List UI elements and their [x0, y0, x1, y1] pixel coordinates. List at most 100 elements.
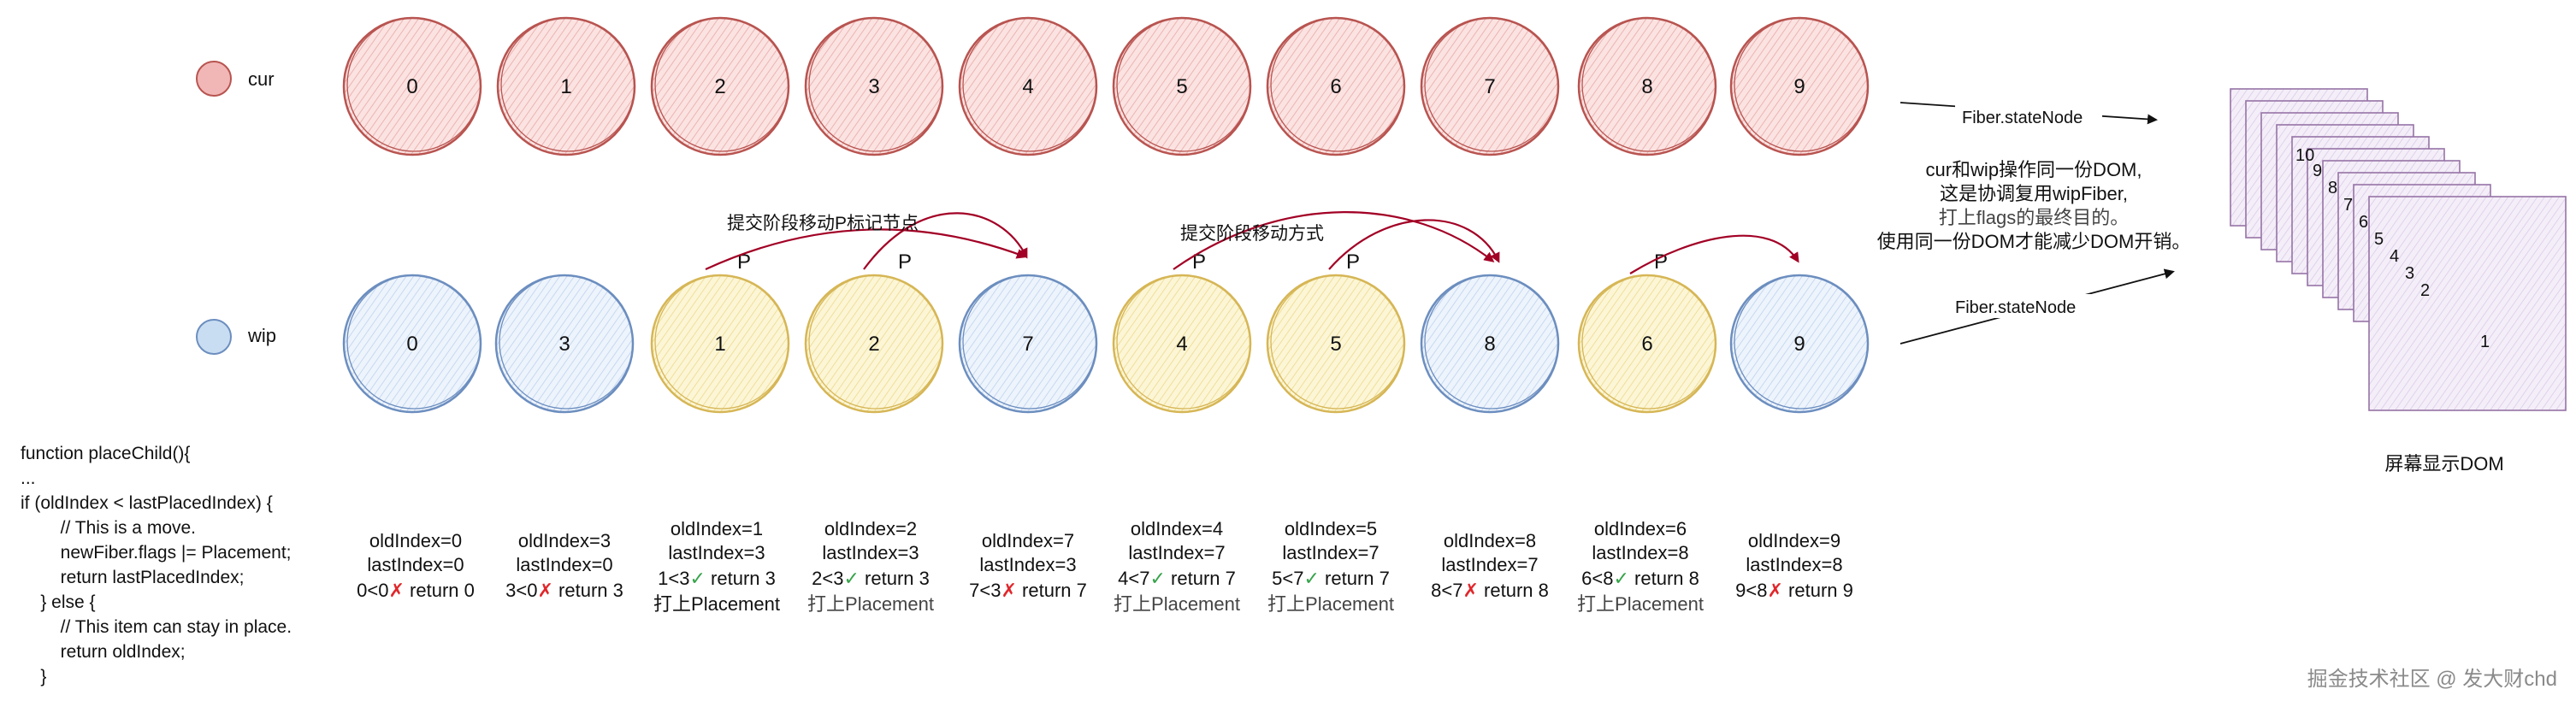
- cur-node-label: 0: [406, 75, 417, 98]
- code-line: return lastPlacedIndex;: [21, 568, 245, 587]
- cur-node: 3: [804, 16, 944, 156]
- wip-node-label: 4: [1176, 333, 1187, 356]
- cur-node: 8: [1577, 16, 1717, 156]
- step-compare: 3<0: [505, 580, 537, 601]
- check-mark-icon: ✓: [843, 568, 859, 589]
- cross-mark-icon: ✗: [537, 580, 552, 601]
- index-step: oldIndex=8 lastIndex=7 8<7✗ return 8: [1431, 530, 1549, 601]
- cur-row: 0 1 2 3 4 5 6 7 8 9: [342, 16, 1870, 156]
- move-arrow: [863, 212, 1028, 270]
- cur-node: 6: [1266, 16, 1406, 156]
- step-return: return 7: [1022, 580, 1087, 601]
- step-compare-line: 3<0✗ return 3: [505, 580, 623, 601]
- dom-layer-label: 2: [2420, 281, 2430, 300]
- step-last-index: lastIndex=3: [668, 542, 765, 563]
- index-step: oldIndex=7 lastIndex=3 7<3✗ return 7: [969, 530, 1087, 601]
- index-step: oldIndex=6 lastIndex=8 6<8✓ return 8 打上P…: [1577, 518, 1704, 615]
- legend-wip-label: wip: [247, 325, 276, 346]
- dom-stack-labels: 10 9 8 7 6 5 4 3 2 1: [2295, 146, 2490, 351]
- state-node-top-label: Fiber.stateNode: [1962, 109, 2083, 127]
- step-compare-line: 8<7✗ return 8: [1431, 580, 1549, 601]
- wip-node: 8: [1420, 274, 1560, 414]
- legend-cur-label: cur: [248, 68, 275, 90]
- code-line: if (oldIndex < lastPlacedIndex) {: [21, 493, 273, 513]
- move-arrow: [1173, 211, 1495, 270]
- step-return: return 9: [1788, 580, 1853, 601]
- dom-layer-label: 3: [2405, 264, 2414, 283]
- wip-node: 1: [650, 274, 790, 414]
- step-return: return 8: [1634, 568, 1699, 589]
- wip-node-label: 7: [1022, 333, 1033, 356]
- state-node-bottom-label: Fiber.stateNode: [1955, 298, 2076, 317]
- cur-node: 5: [1112, 16, 1252, 156]
- cur-node: 1: [496, 16, 636, 156]
- cross-mark-icon: ✗: [388, 580, 404, 601]
- step-last-index: lastIndex=0: [367, 554, 464, 575]
- step-placement: 打上Placement: [1114, 593, 1240, 615]
- legend-cur-swatch: [196, 61, 232, 97]
- wip-node-label: 8: [1484, 333, 1495, 356]
- wip-node: 2: [804, 274, 944, 414]
- step-compare-line: 4<7✓ return 7: [1118, 568, 1236, 589]
- step-last-index: lastIndex=7: [1441, 554, 1538, 575]
- step-compare: 7<3: [969, 580, 1001, 601]
- index-step: oldIndex=1 lastIndex=3 1<3✓ return 3 打上P…: [653, 518, 780, 615]
- wip-node: 4: [1112, 274, 1252, 414]
- dom-layer-label: 7: [2343, 196, 2353, 215]
- step-return: return 7: [1171, 568, 1236, 589]
- step-placement: 打上Placement: [1577, 593, 1704, 615]
- step-compare: 9<8: [1735, 580, 1767, 601]
- move-arrow: [1629, 234, 1799, 274]
- cur-node: 2: [650, 16, 790, 156]
- step-old-index: oldIndex=4: [1131, 518, 1223, 539]
- watermark: 掘金技术社区 @ 发大财chd: [2307, 668, 2557, 691]
- move-arrow: [705, 228, 1027, 270]
- index-step: oldIndex=9 lastIndex=8 9<8✗ return 9: [1735, 530, 1853, 601]
- step-compare-line: 5<7✓ return 7: [1272, 568, 1390, 589]
- step-compare: 8<7: [1431, 580, 1462, 601]
- cur-node: 9: [1729, 16, 1870, 156]
- step-last-index: lastIndex=0: [516, 554, 612, 575]
- code-line: // This is a move.: [21, 518, 197, 538]
- index-step: oldIndex=4 lastIndex=7 4<7✓ return 7 打上P…: [1114, 518, 1240, 615]
- step-placement: 打上Placement: [653, 593, 780, 615]
- explanation: cur和wip操作同一份DOM, 这是协调复用wipFiber, 打上flags…: [1877, 159, 2191, 252]
- step-return: return 7: [1325, 568, 1390, 589]
- dom-layer-label: 9: [2313, 162, 2322, 180]
- step-compare-line: 9<8✗ return 9: [1735, 580, 1853, 601]
- legend-wip: wip: [196, 319, 276, 355]
- cur-node: 0: [342, 16, 482, 156]
- index-step: oldIndex=5 lastIndex=7 5<7✓ return 7 打上P…: [1267, 518, 1394, 615]
- step-old-index: oldIndex=2: [824, 518, 917, 539]
- wip-node: 0: [342, 274, 482, 414]
- index-step: oldIndex=2 lastIndex=3 2<3✓ return 3 打上P…: [807, 518, 934, 615]
- cur-node-label: 1: [560, 75, 571, 98]
- cur-node: 7: [1420, 16, 1560, 156]
- step-compare: 0<0: [357, 580, 388, 601]
- step-last-index: lastIndex=7: [1282, 542, 1379, 563]
- cross-mark-icon: ✗: [1462, 580, 1478, 601]
- wip-node-label: 6: [1641, 333, 1652, 356]
- dom-caption: 屏幕显示DOM: [2384, 453, 2503, 474]
- step-return: return 3: [711, 568, 776, 589]
- check-mark-icon: ✓: [1303, 568, 1319, 589]
- step-compare: 2<3: [812, 568, 843, 589]
- step-placement: 打上Placement: [807, 593, 934, 615]
- index-steps: oldIndex=0 lastIndex=0 0<0✗ return 0 old…: [357, 518, 1853, 615]
- wip-node-label: 3: [558, 333, 570, 356]
- cur-node-label: 7: [1484, 75, 1495, 98]
- step-compare: 6<8: [1581, 568, 1613, 589]
- wip-row: 0 3 1 2 7 4 5 8 6 9: [342, 274, 1870, 414]
- move-arrow: [1328, 219, 1500, 270]
- cur-node-label: 4: [1022, 75, 1033, 98]
- wip-node: 7: [958, 274, 1098, 414]
- annotation-mark-nodes: 提交阶段移动P标记节点: [727, 214, 919, 233]
- cross-mark-icon: ✗: [1001, 580, 1016, 601]
- step-compare: 5<7: [1272, 568, 1303, 589]
- code-snippet: function placeChild(){... if (oldIndex < …: [21, 441, 292, 689]
- legend-cur: cur: [196, 61, 275, 97]
- legend-wip-swatch: [196, 319, 232, 355]
- code-line: function placeChild(){: [21, 444, 191, 463]
- code-line: ...: [21, 468, 36, 488]
